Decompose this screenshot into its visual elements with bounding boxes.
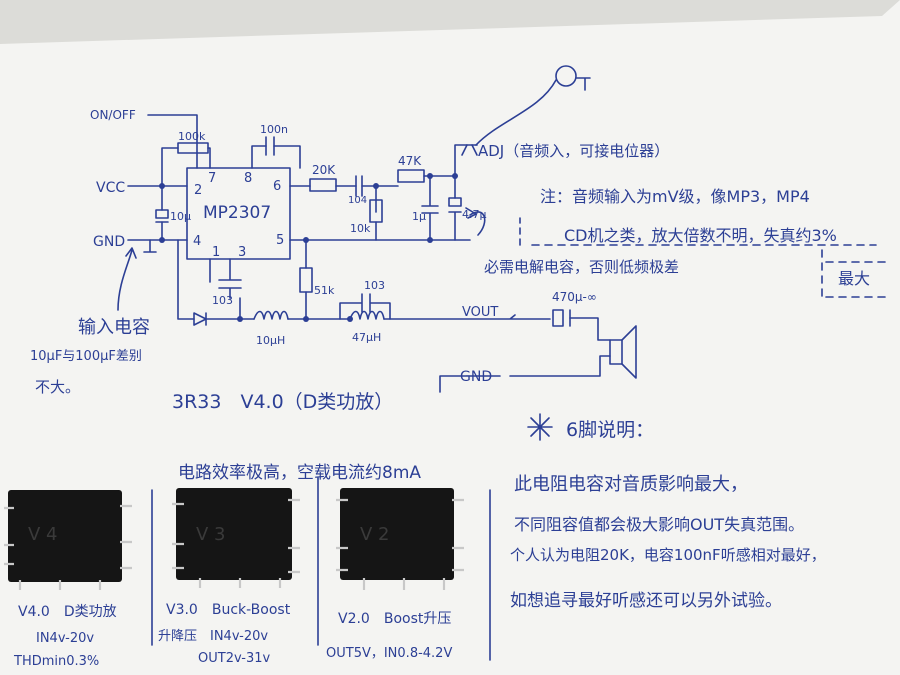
cap-1u-label: 1μ (412, 210, 426, 223)
vout-label: VOUT (462, 305, 498, 320)
cap-103-b-label: 103 (364, 279, 385, 292)
module-v2-line2: OUT5V，IN0.8-4.2V (326, 646, 452, 661)
inductor-47uh-label: 47μH (352, 331, 381, 344)
note-electrolytic: 必需电解电容，否则低频极差 (484, 258, 679, 276)
pin-1: 1 (212, 245, 220, 260)
pin-6: 6 (273, 179, 281, 194)
input-cap-note-1: 10μF与100μF差别 (30, 349, 142, 364)
cap-10u-label: 10μ (170, 210, 191, 223)
explanation-heading: 6脚说明： (566, 419, 654, 441)
junction-dots (159, 173, 458, 322)
pin6-explanation: 6脚说明： 此电阻电容对音质影响最大， 不同阻容值都会极大影响OUT失真范围。 … (510, 419, 826, 611)
vcc-label: VCC (96, 180, 125, 196)
cap-100n-label: 100n (260, 123, 288, 136)
board-title: 3R33 V4.0（D类功放） (172, 391, 393, 413)
gnd-out-label: GND (460, 369, 492, 385)
cap-103-a-label: 103 (212, 294, 233, 307)
resistor-20k-label: 20K (312, 163, 336, 177)
resistor-51k-label: 51k (314, 284, 335, 297)
svg-text:V 4: V 4 (28, 524, 58, 545)
svg-text:V 3: V 3 (196, 524, 226, 545)
module-v3: V 3 (172, 488, 300, 588)
efficiency-note: 电路效率极高，空载电流约8mA (178, 463, 421, 483)
mp2307-chip (186, 167, 291, 260)
module-v2-line1: V2.0 Boost升压 (338, 611, 451, 627)
module-v3-line2: 升降压 IN4v-20v (158, 629, 268, 644)
pin-3: 3 (238, 245, 246, 260)
resistor-47k-label: 47K (398, 154, 422, 168)
resistor-100k-label: 100k (178, 130, 206, 143)
module-labels: V4.0 D类功放 IN4v-20v THDmin0.3% V3.0 Buck-… (13, 602, 452, 669)
pin-5: 5 (276, 233, 284, 248)
module-v4: V 4 (4, 490, 132, 590)
schematic-wires (117, 65, 891, 661)
pin-4: 4 (193, 234, 201, 249)
schematic-labels: MP2307 7 8 6 2 4 1 3 5 ON/OFF VCC GND 10… (30, 108, 870, 413)
svg-text:V 2: V 2 (360, 524, 390, 545)
module-v2: V 2 (336, 488, 464, 590)
input-cap-note-2: 不大。 (35, 378, 80, 396)
pin-2: 2 (194, 183, 202, 198)
inductor-10uh-label: 10μH (256, 334, 285, 347)
explanation-line-4: 如想追寻最好听感还可以另外试验。 (510, 591, 782, 611)
module-v4-line3: THDmin0.3% (13, 654, 99, 669)
input-cap-label: 输入电容 (78, 317, 150, 338)
pin-8: 8 (244, 171, 252, 186)
note-line-2: CD机之类，放大倍数不明，失真约3% (564, 226, 837, 245)
cap-4-7u-label: 4.7μ (462, 208, 487, 221)
explanation-line-1: 此电阻电容对音质影响最大， (514, 474, 748, 495)
explanation-line-2: 不同阻容值都会极大影响OUT失真范围。 (514, 515, 804, 534)
note-max: 最大 (838, 269, 870, 288)
pin-7: 7 (208, 171, 216, 186)
cap-104-label: 104 (348, 195, 367, 206)
on-off-label: ON/OFF (90, 108, 136, 122)
cap-470u-label: 470μ-∞ (552, 290, 597, 304)
module-v3-line3: OUT2v-31v (198, 651, 271, 666)
resistor-10k-label: 10k (350, 222, 371, 235)
note-line-1: 注：音频输入为mV级，像MP3，MP4 (540, 187, 810, 206)
module-v3-line1: V3.0 Buck-Boost (166, 602, 291, 618)
adj-label: ADJ（音频入，可接电位器） (478, 142, 669, 160)
gnd-label: GND (93, 234, 125, 250)
module-v4-line2: IN4v-20v (36, 631, 94, 646)
chip-label: MP2307 (203, 203, 271, 223)
explanation-line-3: 个人认为电阻20K，电容100nF听感相对最好， (510, 546, 826, 564)
module-v4-line1: V4.0 D类功放 (18, 604, 117, 620)
asterisk-icon (527, 413, 553, 441)
